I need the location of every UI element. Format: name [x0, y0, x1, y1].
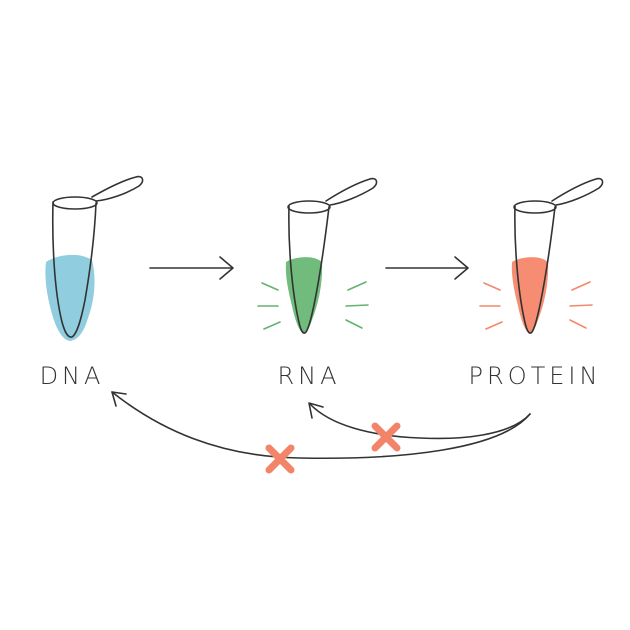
protein-tube [479, 177, 604, 334]
dna-tube-lid [91, 175, 144, 202]
protein-glow-lines [479, 281, 593, 330]
arrow-protein-to-dna-blocked [111, 391, 531, 460]
dna-tube-body [51, 201, 97, 338]
rna-liquid [285, 257, 323, 333]
rna-tube-lid [325, 177, 378, 206]
rna-glow-lines [257, 281, 369, 330]
protein-tube-lid [551, 177, 604, 206]
rna-tube [257, 177, 378, 334]
protein-tube-rim [513, 200, 557, 214]
protein-tube-body [514, 205, 556, 334]
dna-tube [45, 175, 144, 341]
label-rna: RNA [277, 362, 341, 390]
arrow-protein-to-rna-blocked [308, 402, 531, 440]
protein-liquid [511, 257, 549, 333]
label-protein: PROTEIN [468, 362, 602, 390]
dna-liquid [45, 254, 95, 341]
arrow-rna-to-protein [385, 256, 469, 280]
arrow-dna-to-rna [149, 256, 234, 280]
label-dna: DNA [39, 362, 105, 390]
rna-tube-body [288, 205, 330, 334]
blocked-x-icon-rna [371, 422, 401, 452]
dna-tube-rim [52, 196, 98, 210]
rna-tube-rim [287, 200, 331, 214]
blocked-x-icon-dna [265, 444, 295, 474]
